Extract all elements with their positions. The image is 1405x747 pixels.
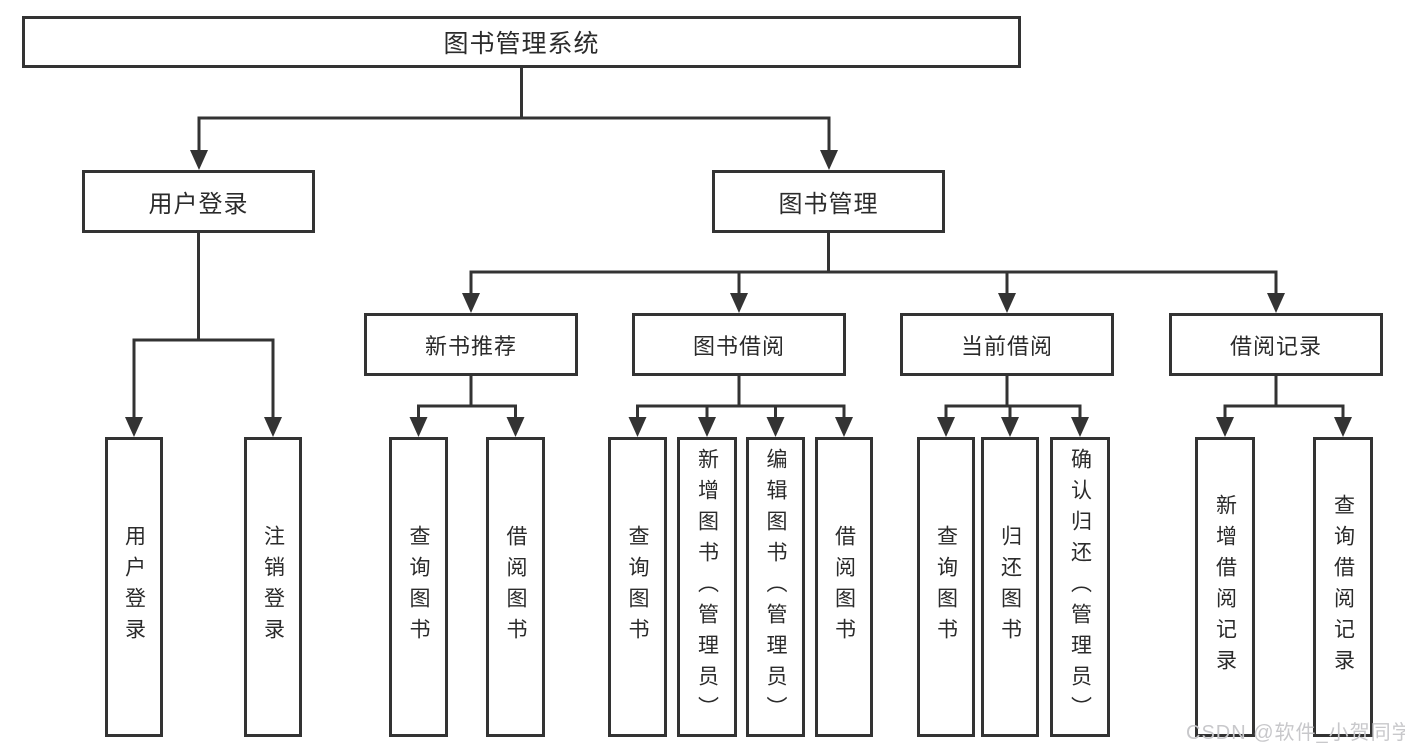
leaf-br-add-record: 新增借阅记录	[1195, 437, 1255, 737]
leaf-label: 确认归还（管理员）	[1068, 447, 1092, 727]
leaf-label: 用户登录	[122, 525, 146, 649]
leaf-nbr-query-books: 查询图书	[389, 437, 448, 737]
leaf-label: 借阅图书	[832, 525, 856, 649]
leaf-label: 查询图书	[407, 525, 430, 649]
leaf-bb-add-books-admin: 新增图书（管理员）	[677, 437, 737, 737]
leaf-cb-return-books: 归还图书	[981, 437, 1039, 737]
node-new-book-recommend: 新书推荐	[364, 313, 578, 376]
node-label: 图书借阅	[692, 333, 785, 359]
node-user-login: 用户登录	[82, 170, 315, 233]
node-library-management-system: 图书管理系统	[22, 16, 1021, 68]
leaf-user-login: 用户登录	[105, 437, 163, 737]
node-label: 用户登录	[148, 191, 249, 218]
leaf-bb-edit-books-admin: 编辑图书（管理员）	[746, 437, 805, 737]
leaf-label: 注销登录	[261, 525, 285, 649]
leaf-label: 查询借阅记录	[1331, 494, 1355, 680]
node-book-management: 图书管理	[712, 170, 945, 233]
node-label: 借阅记录	[1229, 333, 1322, 359]
leaf-label: 查询图书	[626, 525, 649, 649]
node-label: 当前借阅	[960, 333, 1053, 359]
leaf-label: 归还图书	[998, 525, 1022, 649]
node-book-borrowing: 图书借阅	[632, 313, 846, 376]
leaf-cb-query-books: 查询图书	[917, 437, 975, 737]
leaf-label: 编辑图书（管理员）	[764, 447, 787, 727]
leaf-label: 新增借阅记录	[1213, 494, 1237, 680]
leaf-label: 借阅图书	[504, 525, 527, 649]
csdn-watermark: CSDN @软件_小贺同学	[1186, 722, 1405, 744]
leaf-nbr-borrow-books: 借阅图书	[486, 437, 545, 737]
leaf-bb-borrow-books: 借阅图书	[815, 437, 873, 737]
leaf-label: 查询图书	[934, 525, 958, 649]
node-label: 新书推荐	[424, 333, 517, 359]
leaf-cb-confirm-return-admin: 确认归还（管理员）	[1050, 437, 1110, 737]
arrowhead-icons	[125, 150, 1352, 437]
leaf-bb-query-books: 查询图书	[608, 437, 667, 737]
node-label: 图书管理	[778, 191, 879, 218]
leaf-br-query-record: 查询借阅记录	[1313, 437, 1373, 737]
leaf-logout-login: 注销登录	[244, 437, 302, 737]
node-label: 图书管理系统	[443, 30, 600, 58]
node-current-borrowing: 当前借阅	[900, 313, 1114, 376]
leaf-label: 新增图书（管理员）	[695, 447, 719, 727]
node-borrowing-records: 借阅记录	[1169, 313, 1383, 376]
